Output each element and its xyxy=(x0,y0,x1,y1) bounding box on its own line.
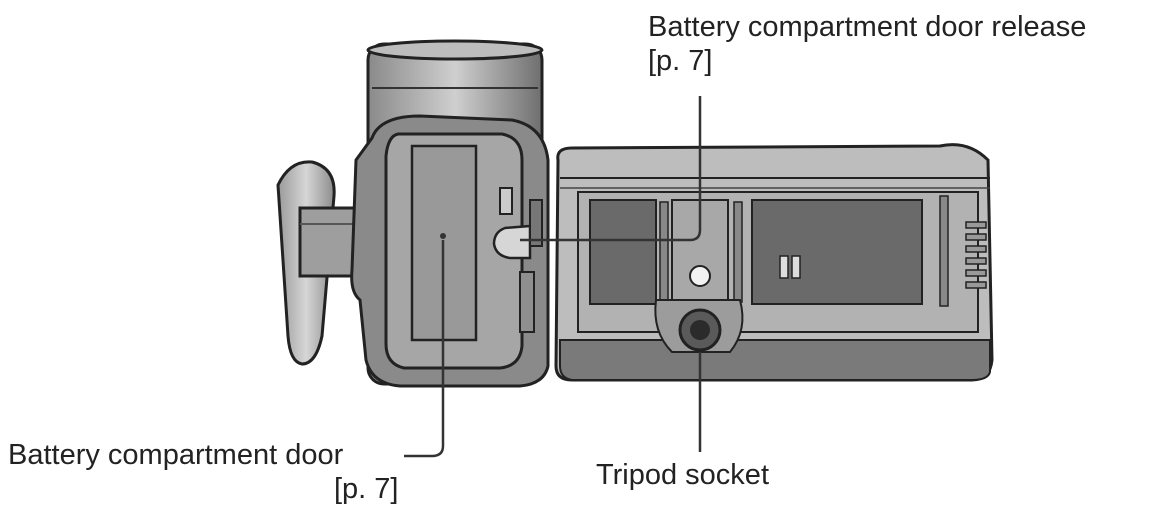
grip-housing xyxy=(350,114,550,388)
tripod-callout-title: Tripod socket xyxy=(596,459,769,491)
camera-body xyxy=(554,143,994,382)
release-callout-title: Battery compartment door release xyxy=(648,11,1087,43)
release-callout-ref: [p. 7] xyxy=(648,45,713,77)
release-callout: Battery compartment door release [p. 7] xyxy=(648,10,1086,78)
door-leader-line xyxy=(404,240,445,458)
leader-lines xyxy=(404,96,702,458)
release-leader-line xyxy=(520,96,702,242)
door-callout-ref: [p. 7] xyxy=(334,473,399,505)
door-callout-title: Battery compartment door xyxy=(8,439,344,471)
